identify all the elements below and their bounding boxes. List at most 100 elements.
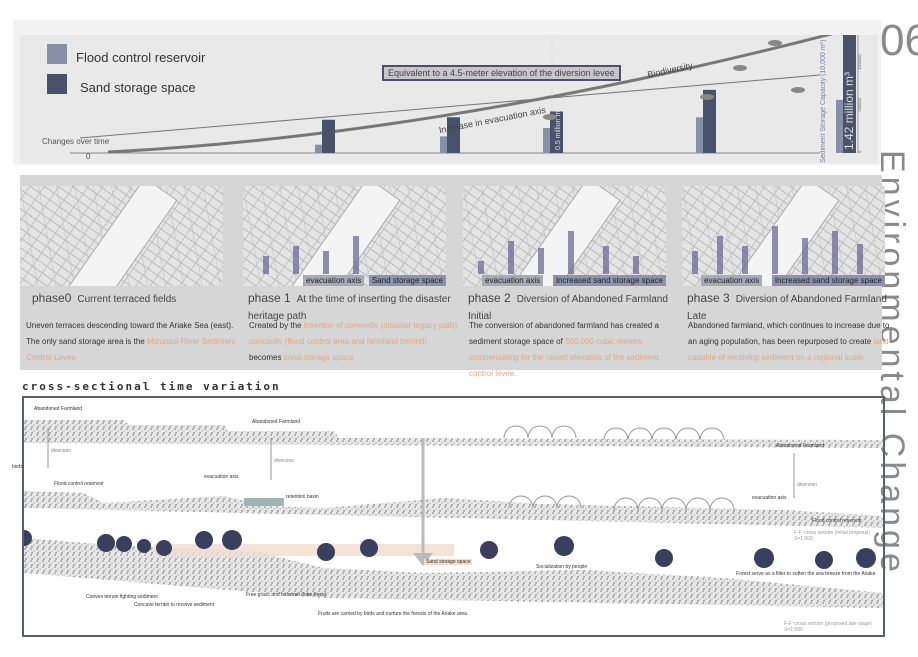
legend-label-flood: Flood control reservoir bbox=[76, 50, 206, 65]
y-axis-label: Sediment Storage Capacity (10,000 m³) bbox=[820, 39, 827, 163]
phase-title: phase0 Current terraced fields bbox=[32, 290, 247, 308]
storage-block bbox=[633, 256, 639, 274]
animal-icon bbox=[733, 65, 747, 71]
storage-block bbox=[832, 231, 838, 274]
phase-title-text: Current terraced fields bbox=[77, 294, 177, 305]
tag-evacuation-axis: evacuation axis bbox=[701, 275, 763, 286]
diversion-arrows bbox=[47, 428, 795, 566]
body-highlight: 500,000 cubic meters, compensating for t… bbox=[469, 337, 659, 378]
tag-evacuation-axis: evacuation axis bbox=[303, 275, 365, 286]
storage-block bbox=[508, 241, 514, 274]
label-diversion-3: diversion bbox=[797, 482, 818, 488]
phase-description: The conversion of abandoned farmland has… bbox=[469, 318, 681, 382]
storage-block bbox=[772, 226, 778, 274]
label-abandoned-farmland-2: Abandoned Farmland bbox=[252, 419, 301, 425]
retention-basin bbox=[244, 498, 284, 506]
storage-block bbox=[263, 256, 269, 274]
animal-icon bbox=[700, 94, 714, 100]
storage-block bbox=[802, 238, 808, 274]
storage-chart: Flood control reservoir Sand storage spa… bbox=[20, 35, 878, 163]
body-text: Uneven terraces descending toward the Ar… bbox=[26, 321, 234, 346]
label-diversion-1: diversion bbox=[51, 448, 72, 454]
greenhouses bbox=[503, 425, 735, 511]
label-abandoned-farmland-3: Abandoned Farmland bbox=[776, 443, 825, 449]
storage-block bbox=[857, 244, 863, 274]
label-sand-storage: Sand storage space bbox=[424, 559, 473, 565]
label-abandoned-farmland-1: Abandoned Farmland bbox=[34, 406, 83, 412]
body-text: Abandoned farmland, which continues to i… bbox=[688, 321, 890, 346]
levee-annotation: Equivalent to a 4.5-meter elevation of t… bbox=[382, 65, 621, 81]
river bbox=[287, 186, 401, 286]
tag-sand-storage: Increased sand storage space bbox=[771, 275, 885, 286]
x-axis-label: Changes over time bbox=[42, 137, 110, 146]
cross-section-frame: Abandoned Farmland Abandoned Farmland Ab… bbox=[12, 396, 885, 637]
bar-sand-storage bbox=[447, 117, 460, 153]
river bbox=[64, 186, 178, 286]
section-number: 06 bbox=[880, 16, 918, 65]
label-forest-filter: Forest serve as a filter to soften the s… bbox=[736, 571, 876, 577]
trees bbox=[24, 530, 876, 569]
label-flood-reservoir-1: Flood control reservoir bbox=[54, 481, 104, 487]
label-evacuation-axis-2: evacuation axis bbox=[752, 495, 787, 501]
storage-block bbox=[538, 248, 544, 274]
bar-flood-reservoir bbox=[543, 128, 550, 153]
bar-flood-reservoir bbox=[836, 99, 843, 153]
bar-sand-storage bbox=[703, 89, 716, 153]
bar-value-label: 1.42 million m³ bbox=[842, 72, 856, 150]
label-socialization: Socialization by people bbox=[536, 564, 588, 570]
body-text: Created by the bbox=[249, 321, 304, 330]
storage-block bbox=[353, 236, 359, 274]
y-tick-label: 1000000 bbox=[857, 54, 862, 70]
bar-value-label: 0.5 million m³ bbox=[555, 108, 562, 150]
body-highlight: Mizunasi River Sediment Control Levee bbox=[26, 337, 236, 362]
phase-number: phase0 bbox=[32, 291, 72, 305]
bar-sand-storage bbox=[322, 119, 335, 153]
storage-block bbox=[692, 251, 698, 274]
bar-sand-storage bbox=[843, 35, 856, 153]
phase-description: Uneven terraces descending toward the Ar… bbox=[26, 318, 238, 366]
y-tick-label: 0 bbox=[857, 150, 862, 153]
terrain-initial bbox=[24, 491, 883, 528]
terrain-existing bbox=[24, 420, 883, 448]
storage-block bbox=[478, 261, 484, 274]
bar-flood-reservoir bbox=[315, 144, 322, 153]
phase-title-text: At the time of inserting the disaster he… bbox=[248, 294, 451, 322]
phase-map-0 bbox=[20, 186, 223, 286]
label-birds: birds bbox=[12, 464, 23, 470]
legend-label-sand: Sand storage space bbox=[80, 80, 196, 95]
label-flood-reservoir-2: Flood control reservoir bbox=[812, 518, 862, 524]
legend-swatch-sand bbox=[47, 74, 67, 94]
animal-icon bbox=[768, 40, 782, 46]
body-highlight: land capable of receiving sediment on a … bbox=[688, 337, 889, 362]
bar-flood-reservoir bbox=[440, 136, 447, 153]
phase-title-text: Diversion of Abandoned Farmland Initial bbox=[468, 294, 668, 322]
phase-description: Abandoned farmland, which continues to i… bbox=[688, 318, 900, 366]
label-convex-terrain: Convex terrain fighting sediment bbox=[86, 594, 158, 600]
x-origin-label: 0 bbox=[86, 152, 91, 161]
cross-section-drawing bbox=[24, 420, 883, 608]
storage-block bbox=[323, 251, 329, 274]
y-tick-label: 500000 bbox=[857, 97, 862, 111]
label-retention-basin: retention basin bbox=[286, 494, 319, 500]
tag-evacuation-axis: evacuation axis bbox=[482, 275, 544, 286]
label-concave-terrain: Concave terrain to receive sediment bbox=[134, 602, 215, 608]
biodiversity-curve bbox=[79, 74, 821, 139]
body-highlight: insertion of convexity (disaster legacy … bbox=[249, 321, 458, 346]
tag-sand-storage: Increased sand storage space bbox=[552, 275, 666, 286]
animal-icon bbox=[543, 114, 557, 120]
tag-sand-storage: Sand storage space bbox=[368, 275, 446, 286]
bar-sand-storage bbox=[550, 111, 563, 153]
caption-initial: F-F' cross section (initial proposal) S=… bbox=[794, 530, 870, 542]
storage-block bbox=[717, 236, 723, 274]
phase-number: phase 2 bbox=[468, 291, 511, 305]
animal-icon bbox=[791, 87, 805, 93]
evacuation-curve bbox=[107, 35, 834, 154]
label-free-grass: Free grass and balconet (lobe force) bbox=[246, 592, 327, 598]
legend-swatch-flood bbox=[47, 44, 67, 64]
phase-number: phase 1 bbox=[248, 291, 291, 305]
phase-description: Created by the insertion of convexity (d… bbox=[249, 318, 461, 366]
